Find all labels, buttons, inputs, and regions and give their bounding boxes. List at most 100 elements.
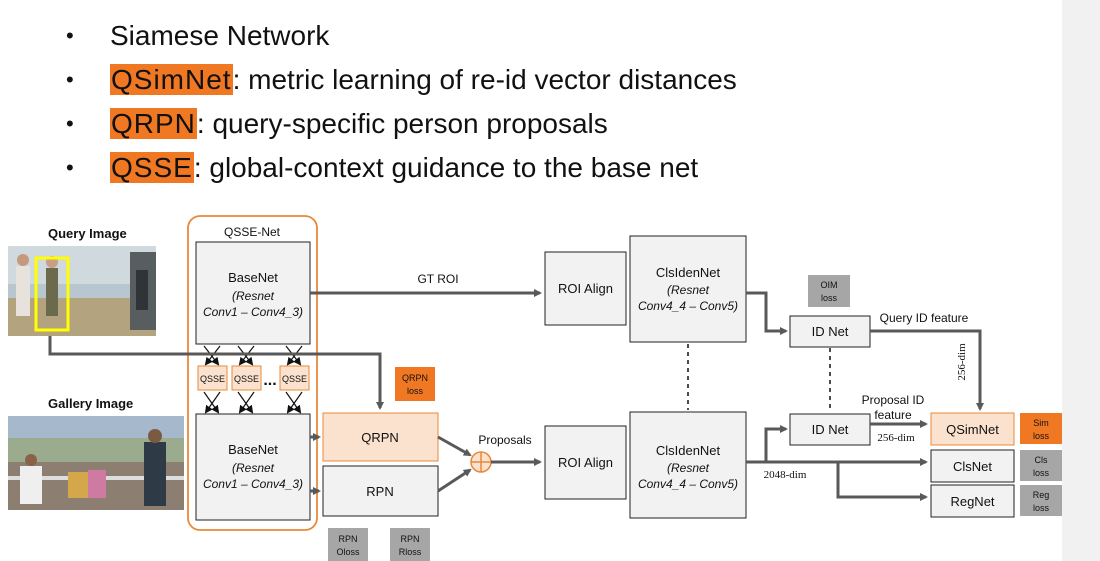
bullet-qsse: • QSSE: global-context guidance to the ba…	[62, 146, 737, 190]
rpn-oloss-line2: Oloss	[336, 547, 360, 557]
basenet-top-title: BaseNet	[228, 270, 278, 285]
basenet-top-box	[195, 241, 311, 345]
bullet-qsimnet: • QSimNet: metric learning of re-id vecto…	[62, 58, 737, 102]
bullet-glyph: •	[66, 23, 74, 48]
clsiden-to-idnet-top-arrow	[746, 291, 788, 335]
regnet-box	[930, 484, 1015, 518]
dim-256-label: 256-dim	[877, 432, 915, 444]
rpn-rloss-line2: Rloss	[399, 547, 422, 557]
clsiden-top-line2: Conv4_4 – Conv5)	[638, 299, 738, 313]
clsiden-bottom-title: ClsIdenNet	[656, 443, 721, 458]
highlight-qsimnet: QSimNet	[110, 64, 233, 95]
roi-align-bottom-box	[544, 425, 627, 500]
clsiden-top-title: ClsIdenNet	[656, 265, 721, 280]
proposals-label: Proposals	[478, 433, 531, 447]
clsiden-bottom-box	[629, 411, 747, 519]
dim-2048-label: 2048-dim	[764, 469, 807, 481]
bullet-glyph: •	[66, 67, 74, 92]
rpn-oloss-line1: RPN	[338, 534, 357, 544]
query-feature-arrow	[870, 329, 984, 411]
combine-plus-icon	[470, 451, 492, 473]
oim-loss-line1: OIM	[821, 280, 838, 290]
qsse-block-1	[197, 365, 228, 391]
regnet-label: RegNet	[950, 494, 994, 509]
qrpn-loss-line2: loss	[407, 386, 424, 396]
highlight-qsse: QSSE	[110, 152, 194, 183]
clsiden-top-box	[629, 235, 747, 343]
qsse-cross-arrows-bottom	[203, 391, 303, 414]
clsnet-label: ClsNet	[953, 459, 992, 474]
bullet-glyph: •	[66, 111, 74, 136]
qsimnet-box	[930, 412, 1015, 446]
qsse-block-3	[279, 365, 310, 391]
basenet-bottom-line2: Conv1 – Conv4_3)	[203, 477, 303, 491]
bullet-text: : global-context guidance to the base ne…	[193, 152, 699, 183]
rpn-rloss-line1: RPN	[400, 534, 419, 544]
roi-align-top-label: ROI Align	[558, 281, 613, 296]
qsse-block-2	[231, 365, 262, 391]
bullet-text: Siamese Network	[110, 20, 330, 51]
roi-align-top-box	[544, 251, 627, 326]
sim-loss-line2: loss	[1033, 431, 1050, 441]
clsiden-top-line1: (Resnet	[667, 283, 710, 297]
qsse-block-2-label: QSSE	[234, 374, 259, 384]
side-strip	[1062, 0, 1100, 561]
query-id-feature-label: Query ID feature	[880, 311, 969, 325]
idnet-top-label: ID Net	[812, 324, 849, 339]
rpn-label: RPN	[366, 484, 393, 499]
roi-align-bottom-label: ROI Align	[558, 455, 613, 470]
clsiden-bottom-line1: (Resnet	[667, 461, 710, 475]
gt-roi-label: GT ROI	[417, 272, 458, 286]
clsiden-bottom-line2: Conv4_4 – Conv5)	[638, 477, 738, 491]
proposal-id-feature-line2: feature	[874, 408, 912, 422]
clsiden-to-regnet-arrow	[836, 462, 928, 501]
dim-256-vertical-label: 256-dim	[956, 343, 968, 381]
bullet-qrpn: • QRPN: query-specific person proposals	[62, 102, 737, 146]
qsimnet-label: QSimNet	[946, 422, 999, 437]
qsse-block-1-label: QSSE	[200, 374, 225, 384]
reg-loss-line2: loss	[1033, 503, 1050, 513]
basenet-bottom-box	[195, 413, 311, 521]
sim-loss-box	[1020, 413, 1062, 444]
query-to-qrpn-arrow	[48, 336, 384, 410]
rpn-oloss-box	[328, 528, 368, 561]
cls-loss-line1: Cls	[1035, 455, 1048, 465]
qsse-dots: ...	[263, 372, 276, 389]
bullet-text: : query-specific person proposals	[196, 108, 608, 139]
highlight-qrpn: QRPN	[110, 108, 197, 139]
basenet-bottom-line1: (Resnet	[232, 461, 275, 475]
bullet-siamese: • Siamese Network	[62, 14, 737, 58]
qsse-block-3-label: QSSE	[282, 374, 307, 384]
qrpn-loss-line1: QRPN	[402, 373, 428, 383]
cls-loss-line2: loss	[1033, 468, 1050, 478]
idnet-bottom-label: ID Net	[812, 422, 849, 437]
query-image-label: Query Image	[48, 226, 127, 241]
idnet-top-box	[789, 315, 871, 348]
reg-loss-box	[1020, 485, 1062, 516]
qsse-net-label: QSSE-Net	[224, 225, 281, 239]
cls-loss-box	[1020, 450, 1062, 481]
basenet-top-line2: Conv1 – Conv4_3)	[203, 305, 303, 319]
reg-loss-line1: Reg	[1033, 490, 1050, 500]
oim-loss-box	[808, 275, 850, 307]
bullet-glyph: •	[66, 155, 74, 180]
qrpn-to-combine-arrow	[437, 435, 472, 457]
rpn-rloss-box	[390, 528, 430, 561]
qrpn-loss-box	[395, 367, 435, 401]
clsnet-box	[930, 449, 1015, 483]
basenet-bottom-title: BaseNet	[228, 442, 278, 457]
proposal-id-feature-line1: Proposal ID	[862, 393, 925, 407]
gallery-image	[8, 416, 184, 510]
qrpn-label: QRPN	[361, 430, 399, 445]
query-image	[8, 246, 156, 336]
gallery-image-label: Gallery Image	[48, 396, 133, 411]
bullet-list: • Siamese Network • QSimNet: metric learni…	[62, 14, 737, 190]
clsiden-to-idnet-bottom-arrow	[746, 425, 788, 464]
idnet-bottom-box	[789, 413, 871, 446]
basenet-top-line1: (Resnet	[232, 289, 275, 303]
oim-loss-line2: loss	[821, 293, 838, 303]
qsse-net-container	[187, 215, 318, 531]
bullet-text: : metric learning of re-id vector distan…	[232, 64, 737, 95]
sim-loss-line1: Sim	[1033, 418, 1049, 428]
